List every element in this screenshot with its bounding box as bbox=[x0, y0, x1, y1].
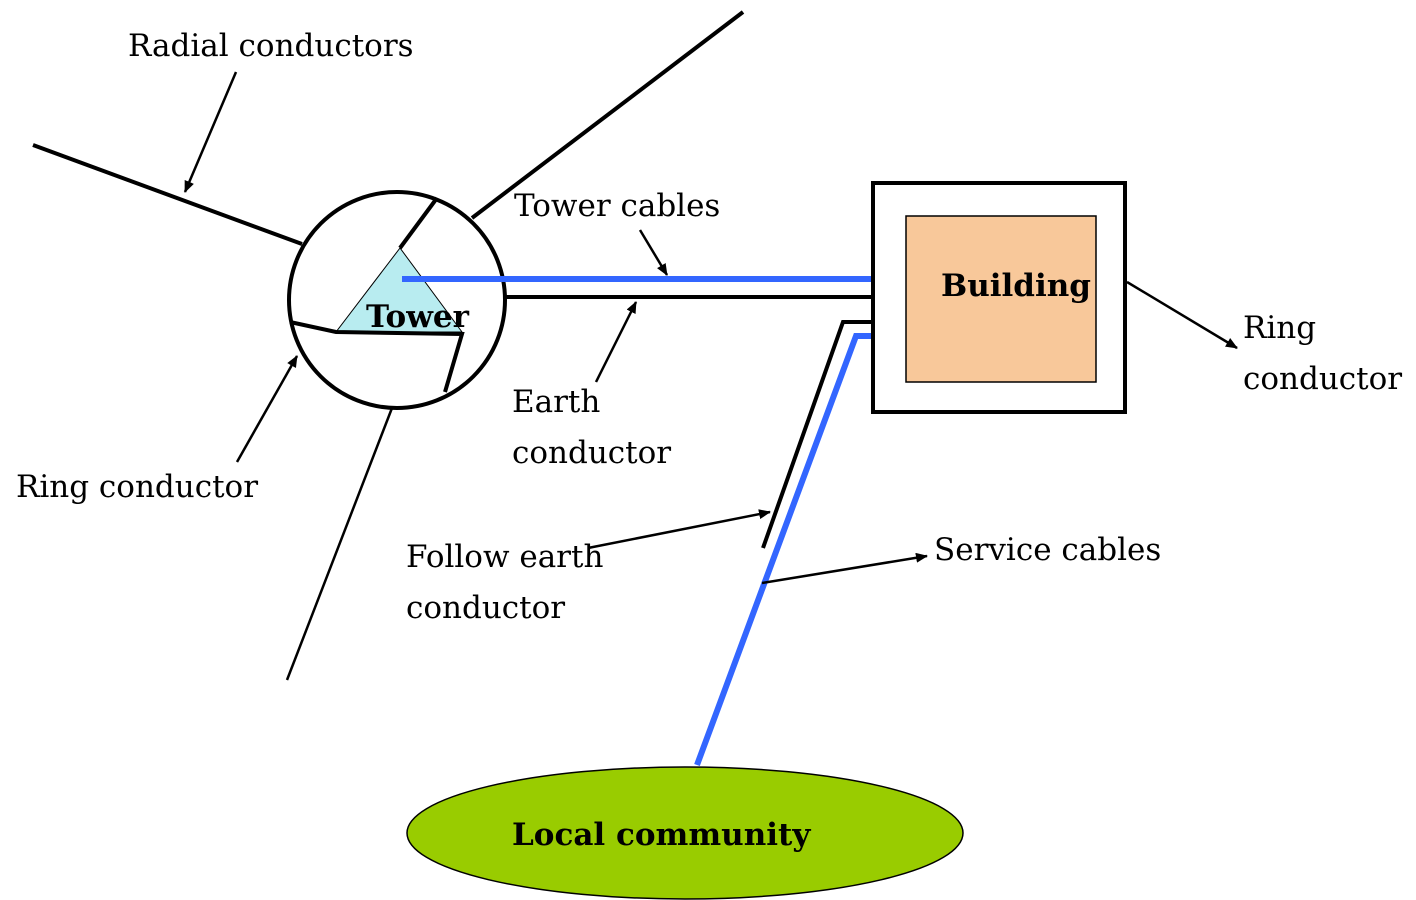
arrow-tower-cables bbox=[638, 229, 669, 276]
arrow-ring-conductor-right bbox=[1126, 280, 1238, 350]
label-building: Building bbox=[941, 268, 1091, 304]
label-ring-conductor-right-1: Ring bbox=[1243, 310, 1316, 346]
arrow-radial-conductors bbox=[183, 71, 238, 193]
building-box bbox=[905, 215, 1097, 383]
label-earth-conductor-2: conductor bbox=[512, 435, 671, 471]
label-follow-earth-2: conductor bbox=[406, 590, 565, 626]
label-tower-cables: Tower cables bbox=[514, 188, 720, 224]
label-service-cables: Service cables bbox=[934, 532, 1161, 568]
radial-conductor-left bbox=[32, 143, 303, 246]
label-follow-earth-1: Follow earth bbox=[406, 539, 603, 575]
tower-internal-conductor-top bbox=[398, 196, 439, 250]
label-earth-conductor-1: Earth bbox=[512, 384, 600, 420]
label-ring-conductor-left: Ring conductor bbox=[16, 469, 258, 505]
label-local-community: Local community bbox=[512, 817, 811, 853]
local-community-ellipse bbox=[406, 766, 964, 900]
label-ring-conductor-right-2: conductor bbox=[1243, 361, 1402, 397]
label-tower: Tower bbox=[366, 299, 470, 335]
radial-conductor-top-right bbox=[470, 10, 745, 220]
radial-conductor-bottom bbox=[285, 407, 394, 681]
arrow-follow-earth bbox=[587, 509, 771, 550]
arrow-earth-conductor bbox=[594, 301, 638, 383]
tower-internal-conductor-base bbox=[289, 320, 465, 393]
arrow-service-cables bbox=[761, 552, 928, 585]
arrow-ring-conductor-left bbox=[235, 355, 299, 463]
label-radial-conductors: Radial conductors bbox=[128, 28, 414, 64]
